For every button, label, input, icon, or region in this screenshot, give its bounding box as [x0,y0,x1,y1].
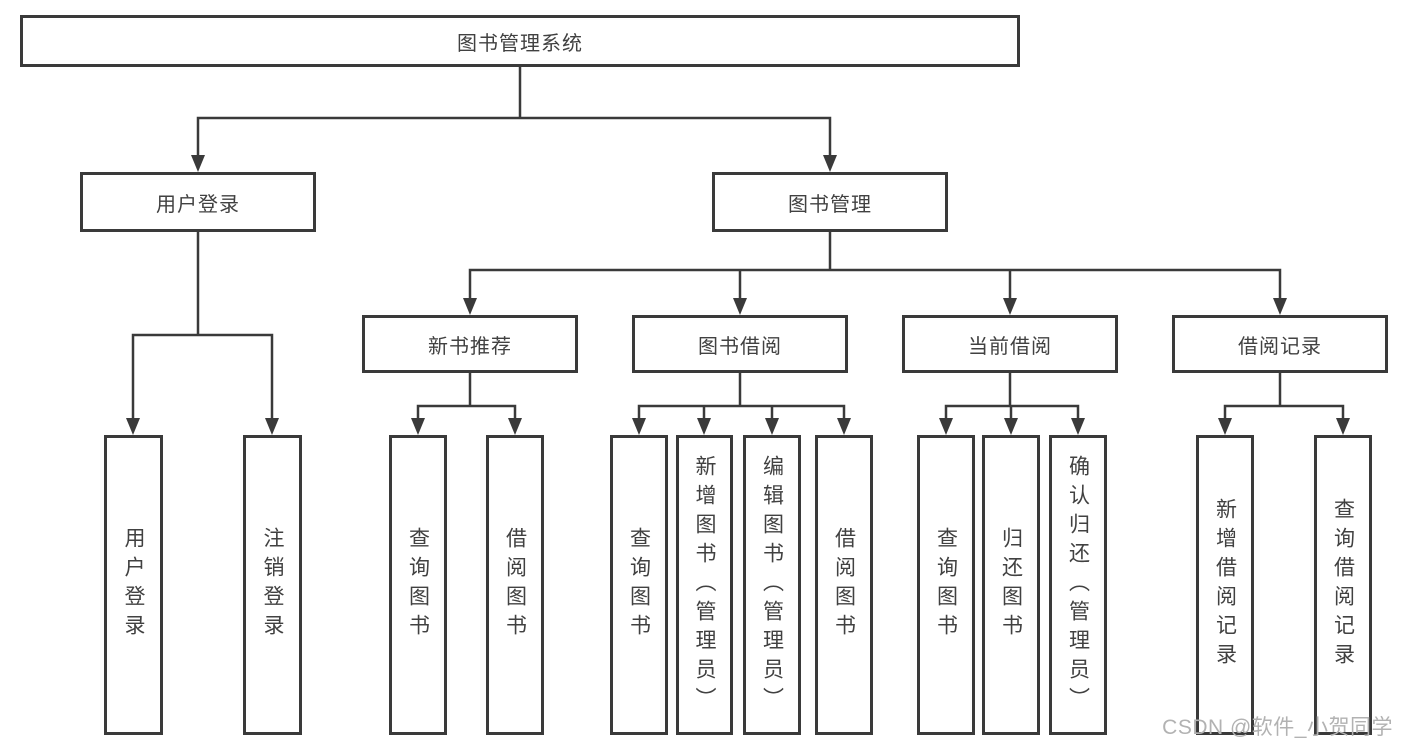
leaf-edit-books-admin: 编辑图书（管理员） [743,435,801,735]
leaf-add-borrow-record: 新增借阅记录 [1196,435,1254,735]
leaf-borrow-books-recommend: 借阅图书 [486,435,544,735]
leaf-query-borrow-record-label: 查询借阅记录 [1331,498,1355,672]
node-book-borrowing: 图书借阅 [632,315,848,373]
leaf-return-books: 归还图书 [982,435,1040,735]
leaf-add-books-admin: 新增图书（管理员） [676,435,733,735]
leaf-query-borrow-record: 查询借阅记录 [1314,435,1372,735]
leaf-logout: 注销登录 [243,435,302,735]
leaf-borrow-books-label: 借阅图书 [832,527,856,643]
leaf-edit-books-admin-label: 编辑图书（管理员） [760,454,784,716]
leaf-user-login-label: 用户登录 [122,527,145,643]
connector-root-to-level2 [196,66,832,160]
leaf-return-books-label: 归还图书 [999,527,1023,643]
leaf-query-books-recommend: 查询图书 [389,435,447,735]
leaf-query-books-current-label: 查询图书 [934,527,958,643]
node-user-login-label: 用户登录 [156,193,240,216]
connector-user-login-to-leaves [131,230,274,422]
arrowheads [126,155,1350,435]
node-new-book-recommend-label: 新书推荐 [428,335,512,358]
node-borrowing-records: 借阅记录 [1172,315,1388,373]
node-book-management: 图书管理 [712,172,948,232]
leaf-query-books-borrow-label: 查询图书 [627,527,651,643]
node-root: 图书管理系统 [20,15,1020,67]
leaf-user-login: 用户登录 [104,435,163,735]
connector-book-borrow-to-leaves [637,371,846,422]
connector-book-management-to-level3 [468,230,1282,302]
node-borrowing-records-label: 借阅记录 [1238,335,1322,358]
leaf-confirm-return-admin: 确认归还（管理员） [1049,435,1107,735]
leaf-borrow-books-recommend-label: 借阅图书 [503,527,527,643]
connector-new-book-to-leaves [416,371,517,422]
leaf-logout-label: 注销登录 [261,527,284,643]
connector-current-borrow-to-leaves [944,371,1080,422]
node-root-label: 图书管理系统 [457,32,583,55]
node-book-borrowing-label: 图书借阅 [698,335,782,358]
leaf-query-books-recommend-label: 查询图书 [406,527,430,643]
node-user-login: 用户登录 [80,172,316,232]
node-new-book-recommend: 新书推荐 [362,315,578,373]
node-book-management-label: 图书管理 [788,193,872,216]
leaf-query-books-current: 查询图书 [917,435,975,735]
node-current-borrowing-label: 当前借阅 [968,335,1052,358]
leaf-confirm-return-admin-label: 确认归还（管理员） [1066,454,1090,716]
leaf-borrow-books: 借阅图书 [815,435,873,735]
leaf-add-books-admin-label: 新增图书（管理员） [693,454,716,716]
watermark: CSDN @软件_小贺同学 [1162,716,1393,739]
leaf-query-books-borrow: 查询图书 [610,435,668,735]
connector-borrow-records-to-leaves [1223,371,1345,422]
leaf-add-borrow-record-label: 新增借阅记录 [1213,498,1237,672]
node-current-borrowing: 当前借阅 [902,315,1118,373]
